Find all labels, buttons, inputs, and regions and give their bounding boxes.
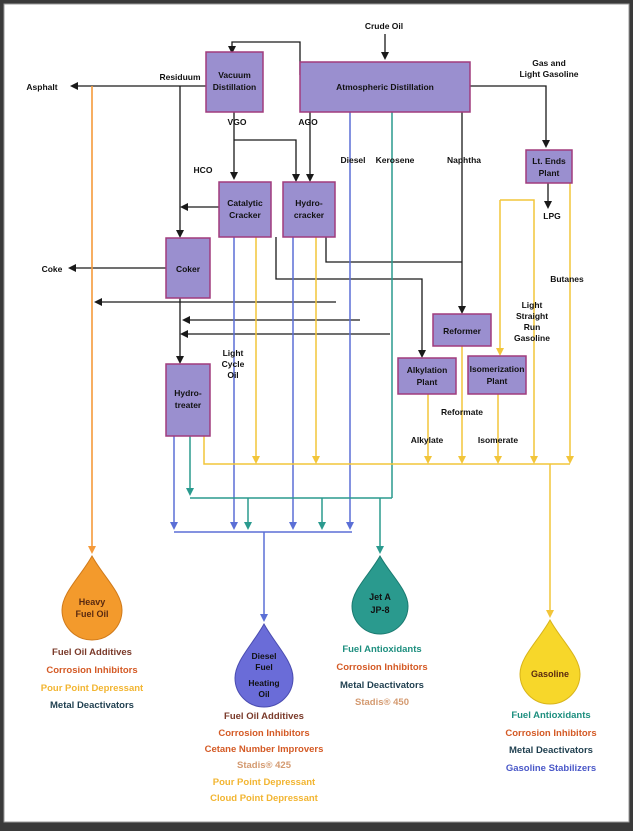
svg-text:Fuel Oil: Fuel Oil bbox=[75, 609, 108, 619]
additives-gasoline: Fuel Antioxidants Corrosion Inhibitors M… bbox=[505, 710, 596, 774]
additive-gasoline-3: Metal Deactivators bbox=[509, 745, 593, 756]
label-alkylate: Alkylate bbox=[411, 435, 444, 445]
label-lco-1: Light bbox=[223, 348, 244, 358]
vgo-to-hydrocracker-arrow bbox=[234, 139, 300, 182]
additives-heavy: Fuel Oil Additives Corrosion Inhibitors … bbox=[41, 647, 144, 711]
label-hco: HCO bbox=[194, 165, 213, 175]
svg-text:Distillation: Distillation bbox=[213, 82, 256, 92]
svg-text:Isomerization: Isomerization bbox=[470, 364, 525, 374]
additive-heavy-2: Corrosion Inhibitors bbox=[46, 665, 137, 676]
additive-diesel-4: Stadis® 425 bbox=[237, 760, 292, 771]
additive-jet-3: Metal Deactivators bbox=[340, 680, 424, 691]
unit-vacuum-distillation: Vacuum Distillation bbox=[205, 51, 264, 113]
cat-to-alkylation-arrow bbox=[275, 237, 426, 358]
svg-text:Gasoline: Gasoline bbox=[531, 669, 569, 679]
additive-diesel-3: Cetane Number Improvers bbox=[205, 744, 324, 755]
label-asphalt: Asphalt bbox=[26, 82, 57, 92]
svg-text:Plant: Plant bbox=[539, 168, 560, 178]
label-lsrg-3: Run bbox=[524, 322, 541, 332]
unit-alkylation-plant: Alkylation Plant bbox=[397, 357, 457, 395]
label-crude-oil: Crude Oil bbox=[365, 21, 403, 31]
svg-text:Vacuum: Vacuum bbox=[218, 70, 251, 80]
process-lines bbox=[68, 34, 552, 364]
drop-diesel-fuel: Diesel Fuel Heating Oil bbox=[234, 622, 294, 708]
label-lsrg-4: Gasoline bbox=[514, 333, 550, 343]
svg-text:Reformer: Reformer bbox=[443, 326, 481, 336]
jet-lines bbox=[186, 112, 393, 554]
label-isomerate: Isomerate bbox=[478, 435, 518, 445]
label-gas-1: Gas and bbox=[532, 58, 566, 68]
svg-text:Alkylation: Alkylation bbox=[407, 365, 448, 375]
diesel-lines bbox=[170, 112, 354, 622]
atm-to-vacuum-arrow bbox=[228, 41, 301, 75]
label-reformate: Reformate bbox=[441, 407, 483, 417]
additive-diesel-1: Fuel Oil Additives bbox=[224, 711, 304, 722]
unit-isomerization-plant: Isomerization Plant bbox=[467, 355, 527, 395]
hydrocracker-to-reformer-line bbox=[325, 237, 462, 263]
additive-gasoline-2: Corrosion Inhibitors bbox=[505, 728, 596, 739]
gas-arrow bbox=[470, 85, 550, 148]
drop-heavy-fuel-oil: Heavy Fuel Oil bbox=[61, 554, 123, 641]
label-kerosene: Kerosene bbox=[376, 155, 415, 165]
svg-text:cracker: cracker bbox=[294, 210, 325, 220]
svg-text:treater: treater bbox=[175, 400, 202, 410]
additive-gasoline-4: Gasoline Stabilizers bbox=[506, 763, 596, 774]
unit-lt-ends-plant: Lt. Ends Plant bbox=[525, 149, 573, 184]
additive-jet-1: Fuel Antioxidants bbox=[342, 644, 421, 655]
svg-text:Cracker: Cracker bbox=[229, 210, 261, 220]
label-lsrg-1: Light bbox=[522, 300, 543, 310]
additive-heavy-3: Pour Point Depressant bbox=[41, 683, 144, 694]
label-lpg: LPG bbox=[543, 211, 561, 221]
additive-heavy-1: Fuel Oil Additives bbox=[52, 647, 132, 658]
drop-jet-fuel: Jet A JP-8 bbox=[351, 554, 409, 635]
label-lco-3: Oil bbox=[227, 370, 238, 380]
drop-gasoline: Gasoline bbox=[519, 618, 581, 705]
svg-text:Fuel: Fuel bbox=[255, 662, 272, 672]
svg-text:Catalytic: Catalytic bbox=[227, 198, 263, 208]
stream-labels: Crude Oil Residuum Asphalt Gas and Light… bbox=[26, 21, 584, 445]
svg-text:Diesel: Diesel bbox=[251, 651, 276, 661]
additive-diesel-6: Cloud Point Depressant bbox=[210, 793, 319, 804]
svg-text:Hydro-: Hydro- bbox=[295, 198, 323, 208]
svg-text:Atmospheric Distillation: Atmospheric Distillation bbox=[336, 82, 434, 92]
unit-hydrotreater: Hydro- treater bbox=[165, 363, 211, 437]
gasoline-lines bbox=[203, 183, 574, 618]
svg-text:Jet A: Jet A bbox=[369, 592, 391, 602]
label-diesel: Diesel bbox=[340, 155, 365, 165]
label-ago: AGO bbox=[298, 117, 318, 127]
additives-jet: Fuel Antioxidants Corrosion Inhibitors M… bbox=[336, 644, 427, 708]
svg-text:Lt. Ends: Lt. Ends bbox=[532, 156, 566, 166]
svg-text:JP-8: JP-8 bbox=[370, 605, 389, 615]
svg-text:Plant: Plant bbox=[417, 377, 438, 387]
label-lsrg-2: Straight bbox=[516, 311, 548, 321]
unit-hydrocracker: Hydro- cracker bbox=[282, 181, 336, 238]
additive-gasoline-1: Fuel Antioxidants bbox=[511, 710, 590, 721]
label-lco-2: Cycle bbox=[222, 359, 245, 369]
unit-catalytic-cracker: Catalytic Cracker bbox=[218, 181, 272, 238]
label-gas-2: Light Gasoline bbox=[519, 69, 578, 79]
additives-diesel: Fuel Oil Additives Corrosion Inhibitors … bbox=[205, 711, 324, 804]
svg-text:Oil: Oil bbox=[258, 689, 269, 699]
additive-diesel-2: Corrosion Inhibitors bbox=[218, 728, 309, 739]
additive-diesel-5: Pour Point Depressant bbox=[213, 777, 316, 788]
label-coke: Coke bbox=[42, 264, 63, 274]
additive-jet-2: Corrosion Inhibitors bbox=[336, 662, 427, 673]
svg-text:Heavy: Heavy bbox=[79, 597, 106, 607]
unit-coker: Coker bbox=[165, 237, 211, 299]
svg-text:Hydro-: Hydro- bbox=[174, 388, 202, 398]
label-residuum: Residuum bbox=[159, 72, 201, 82]
unit-atmospheric-distillation: Atmospheric Distillation bbox=[299, 61, 471, 113]
svg-text:Coker: Coker bbox=[176, 264, 201, 274]
label-vgo: VGO bbox=[228, 117, 247, 127]
additive-jet-4: Stadis® 450 bbox=[355, 697, 409, 708]
unit-reformer: Reformer bbox=[432, 313, 492, 347]
additive-heavy-4: Metal Deactivators bbox=[50, 700, 134, 711]
label-butanes: Butanes bbox=[550, 274, 584, 284]
label-naphtha: Naphtha bbox=[447, 155, 481, 165]
svg-text:Heating: Heating bbox=[248, 678, 279, 688]
svg-text:Plant: Plant bbox=[487, 376, 508, 386]
